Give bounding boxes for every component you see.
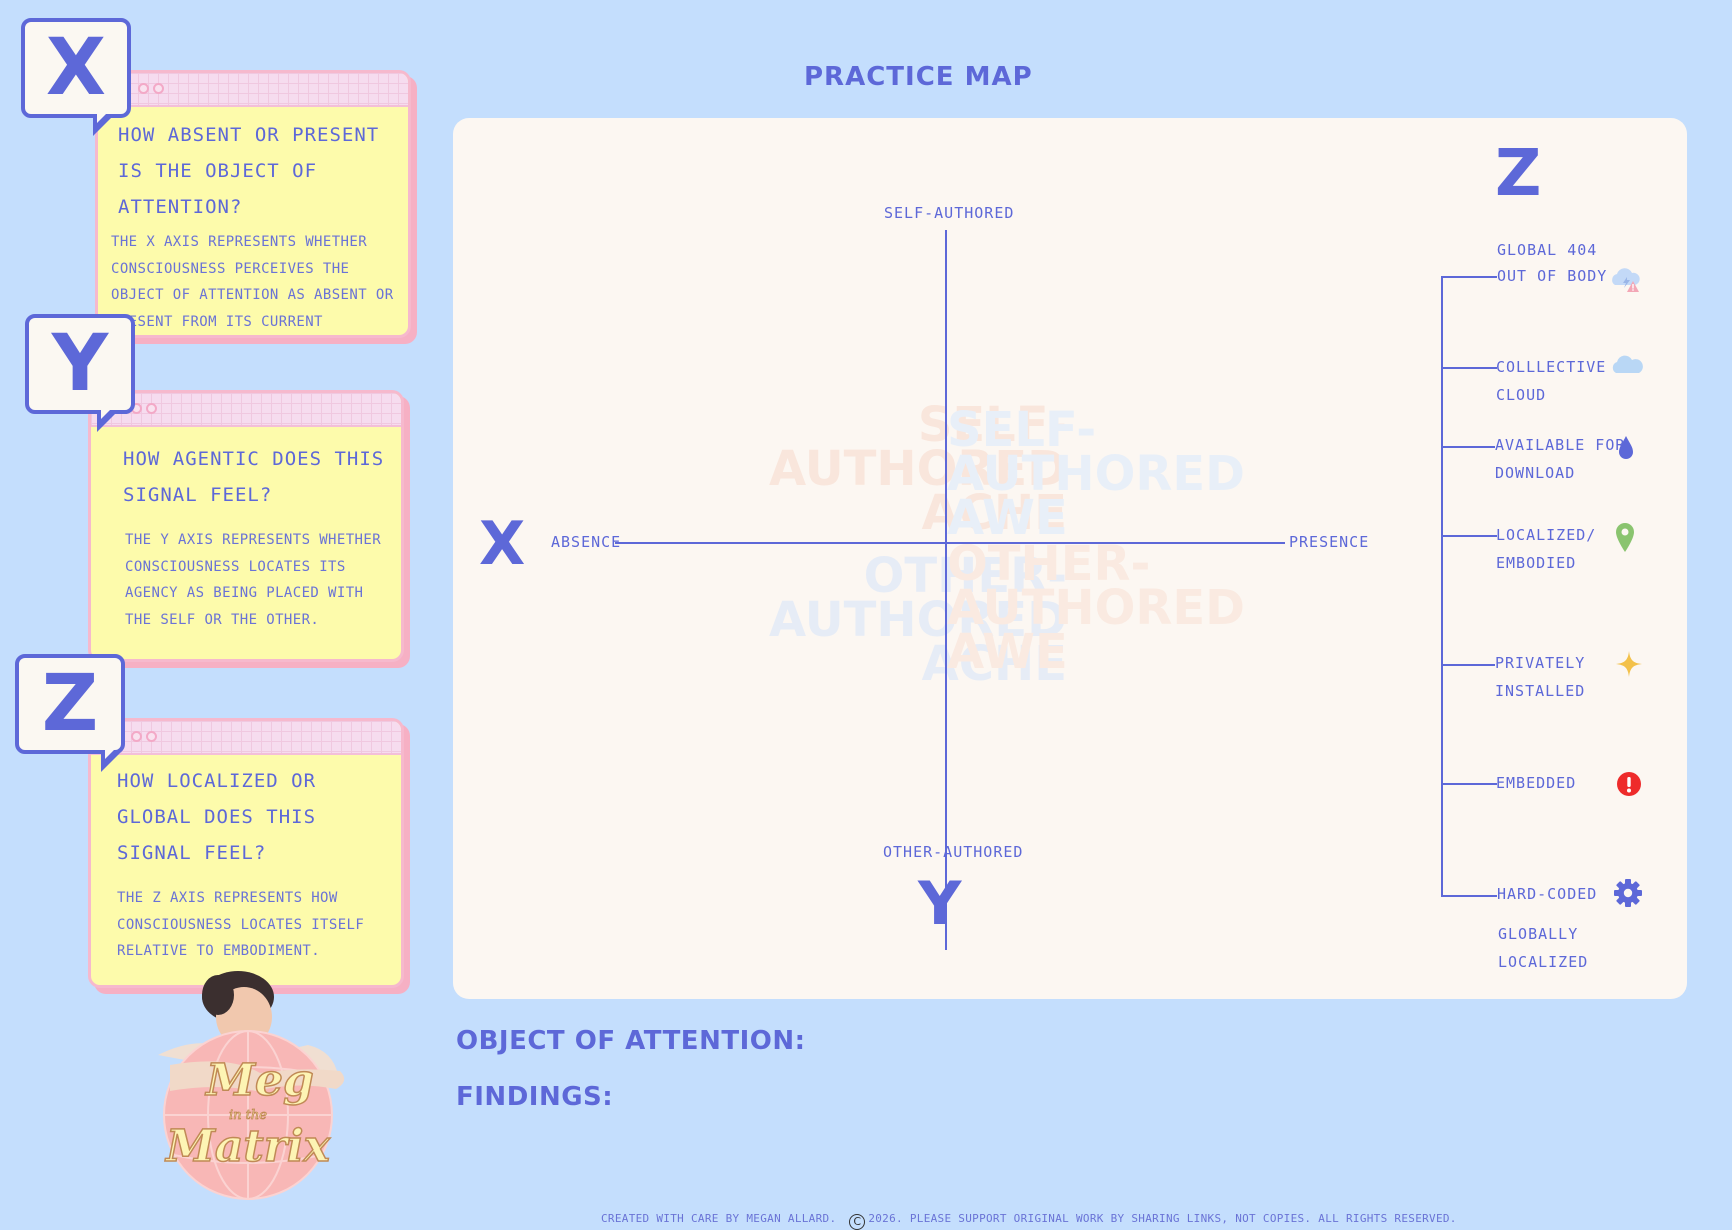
z-item-localized-embodied: LOCALIZED/ EMBODIED (1496, 526, 1597, 572)
card-y: HOW AGENTIC DOES THIS SIGNAL FEEL? THE Y… (88, 390, 404, 662)
card-question: HOW ABSENT OR PRESENT IS THE OBJECT OF A… (118, 124, 380, 218)
logo-line-3: Matrix (164, 1121, 330, 1172)
footer-rights: 2026. PLEASE SUPPORT ORIGINAL WORK BY SH… (868, 1212, 1457, 1225)
card-title-bar (91, 393, 401, 427)
map-pin-icon (1613, 521, 1643, 552)
cloud-warning-icon (1609, 263, 1640, 293)
z-tick (1441, 446, 1495, 448)
bubble-letter-y: Y (51, 319, 109, 409)
z-item-out-of-body: OUT OF BODY (1497, 267, 1608, 285)
bubble-letter-z: Z (41, 659, 99, 749)
logo-line-1: Meg (204, 1055, 313, 1106)
page-title: PRACTICE MAP (804, 62, 1033, 92)
bubble-tail (101, 746, 123, 772)
bubble-y: Y (25, 314, 135, 414)
object-of-attention-label: OBJECT OF ATTENTION: (456, 1026, 806, 1056)
card-description: THE Z AXIS REPRESENTS HOW CONSCIOUSNESS … (117, 890, 365, 959)
z-axis-letter: Z (1495, 137, 1542, 211)
exclamation-icon (1616, 771, 1646, 801)
z-item-available-download: AVAILABLE FOR DOWNLOAD (1495, 436, 1626, 482)
y-axis-letter: Y (918, 869, 962, 939)
footer-credit: CREATED WITH CARE BY MEGAN ALLARD. (601, 1212, 837, 1225)
card-title-bar (98, 73, 408, 107)
x-axis-line (615, 542, 1285, 544)
window-dots (131, 731, 157, 742)
z-bottom-label: GLOBALLY LOCALIZED (1498, 925, 1589, 971)
practice-map-panel: SELF- AUTHORED ACHE SELF- AUTHORED AWE O… (453, 118, 1687, 999)
quadrant-bottom-right: OTHER- AUTHORED AWE (947, 536, 1245, 680)
card-z: HOW LOCALIZED OR GLOBAL DOES THIS SIGNAL… (88, 718, 404, 988)
y-top-label: SELF-AUTHORED (884, 204, 1015, 222)
z-tick (1441, 895, 1497, 897)
card-description: THE Y AXIS REPRESENTS WHETHER CONSCIOUSN… (125, 532, 382, 628)
y-axis-line (945, 230, 947, 950)
x-left-label: ABSENCE (551, 533, 622, 551)
y-bottom-label: OTHER-AUTHORED (883, 843, 1024, 861)
z-item-embedded: EMBEDDED (1496, 774, 1577, 792)
card-title-bar (91, 721, 401, 755)
bubble-z: Z (15, 654, 125, 754)
x-axis-letter: X (479, 509, 526, 579)
bubble-tail (93, 110, 115, 136)
droplet-icon (1616, 434, 1646, 464)
bubble-letter-x: X (45, 23, 107, 113)
z-axis-line (1441, 276, 1443, 896)
meg-in-the-matrix-logo: Meg in the Matrix (148, 955, 376, 1205)
z-top-label: GLOBAL 404 (1497, 241, 1598, 259)
sparkle-icon (1615, 650, 1645, 680)
bubble-x: X (21, 18, 131, 118)
quadrant-bottom-left: OTHER- AUTHORED ACHE (769, 548, 1067, 692)
z-item-privately-installed: PRIVATELY INSTALLED (1495, 654, 1586, 700)
logo-line-2: in the (229, 1108, 267, 1123)
findings-label: FINDINGS: (456, 1082, 614, 1112)
window-dots (138, 83, 164, 94)
z-tick (1441, 276, 1497, 278)
cloud-icon (1611, 353, 1643, 383)
z-tick (1441, 664, 1495, 666)
z-tick (1441, 367, 1497, 369)
x-right-label: PRESENCE (1289, 533, 1370, 551)
bubble-tail (97, 406, 119, 432)
gear-icon (1613, 878, 1643, 908)
card-question: HOW LOCALIZED OR GLOBAL DOES THIS SIGNAL… (117, 770, 317, 864)
card-question: HOW AGENTIC DOES THIS SIGNAL FEEL? (123, 448, 385, 506)
z-tick (1441, 535, 1497, 537)
z-item-collective-cloud: COLLLECTIVE CLOUD (1496, 358, 1607, 404)
quadrant-top-right: SELF- AUTHORED AWE (947, 402, 1245, 546)
card-description: THE X AXIS REPRESENTS WHETHER CONSCIOUSN… (111, 234, 394, 330)
copyright-icon: C (849, 1214, 866, 1230)
z-tick (1441, 783, 1497, 785)
card-x: HOW ABSENT OR PRESENT IS THE OBJECT OF A… (95, 70, 411, 338)
z-item-hard-coded: HARD-CODED (1497, 885, 1598, 903)
